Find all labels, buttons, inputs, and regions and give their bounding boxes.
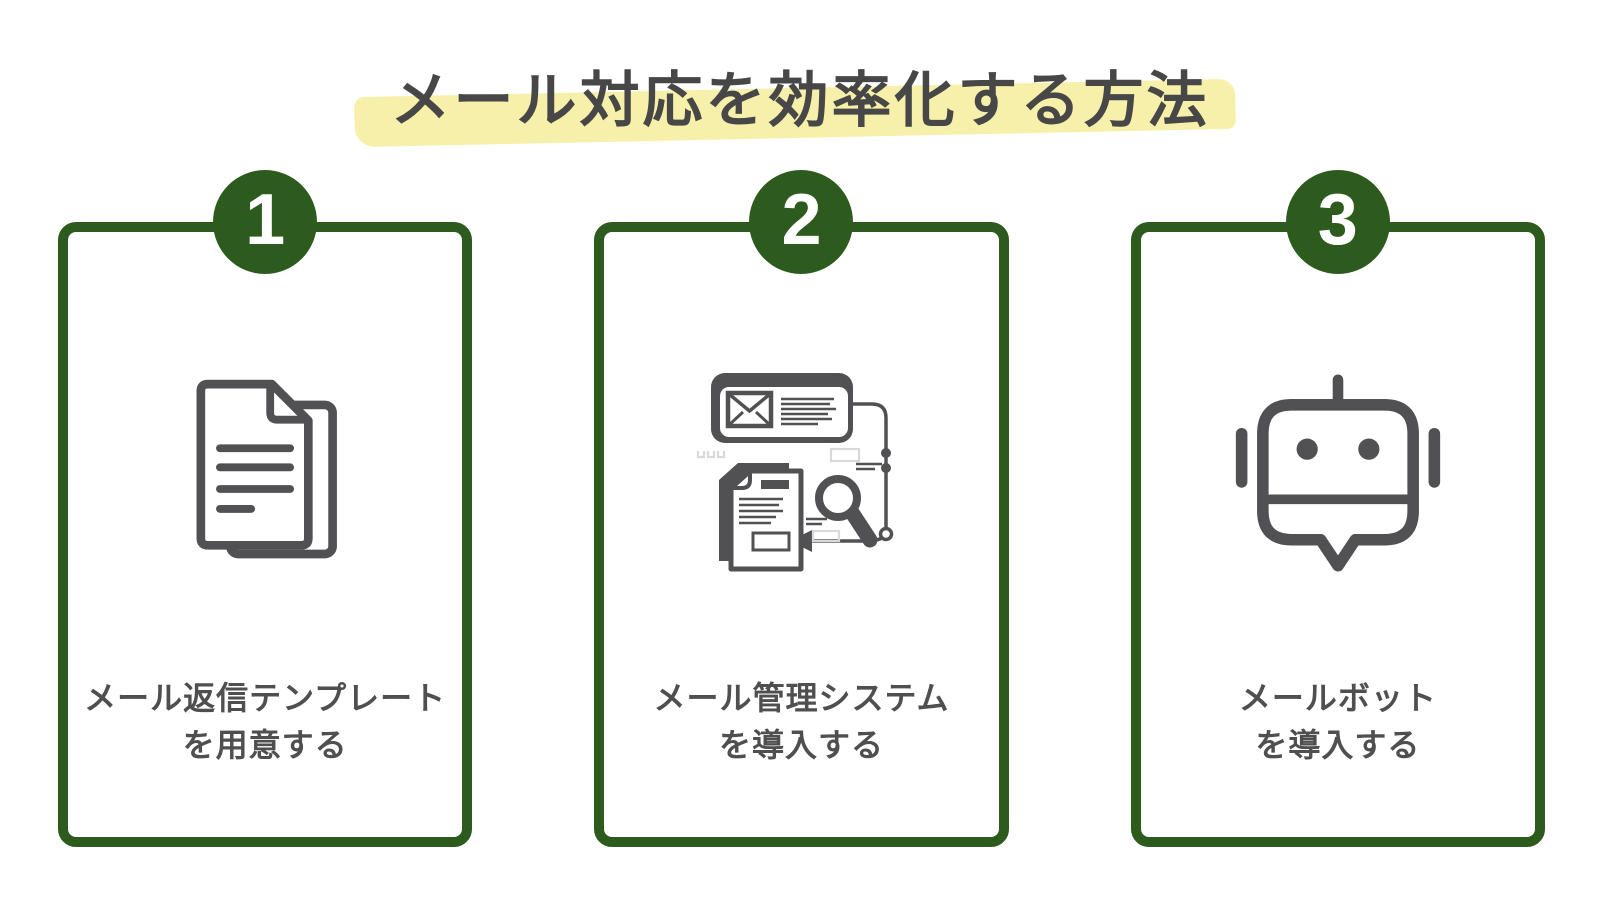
step-number-badge-2: 2 [749, 170, 854, 274]
step-caption-2: メール管理システム を導入する [604, 675, 998, 769]
step-card-1: 1 [58, 170, 473, 847]
step-number-2: 2 [781, 180, 822, 260]
step-card-3: 3 メールボット を導入する [1130, 170, 1545, 847]
step-caption-1-line-2: を用意する [182, 727, 348, 763]
step-caption-2-line-2: を導入する [718, 727, 884, 763]
step-number-badge-3: 3 [1285, 170, 1390, 274]
robot-icon [1232, 374, 1444, 572]
step-caption-3: メールボット を導入する [1141, 675, 1535, 769]
page-title-text: メール対応を効率化する方法 [390, 67, 1210, 134]
step-number-badge-1: 1 [213, 170, 318, 274]
step-caption-2-line-1: メール管理システム [653, 680, 950, 716]
step-number-1: 1 [245, 180, 286, 260]
step-card-2: 2 [594, 170, 1009, 847]
documents-icon [187, 372, 343, 563]
steps-row: 1 [58, 170, 1545, 847]
page-title: メール対応を効率化する方法 [354, 46, 1236, 148]
step-caption-3-line-1: メールボット [1238, 680, 1437, 716]
step-caption-1-line-1: メール返信テンプレート [84, 680, 447, 716]
mail-search-system-icon [686, 368, 916, 588]
step-caption-1: メール返信テンプレート を用意する [68, 675, 462, 769]
step-caption-3-line-2: を導入する [1255, 727, 1421, 763]
step-number-3: 3 [1317, 180, 1358, 260]
